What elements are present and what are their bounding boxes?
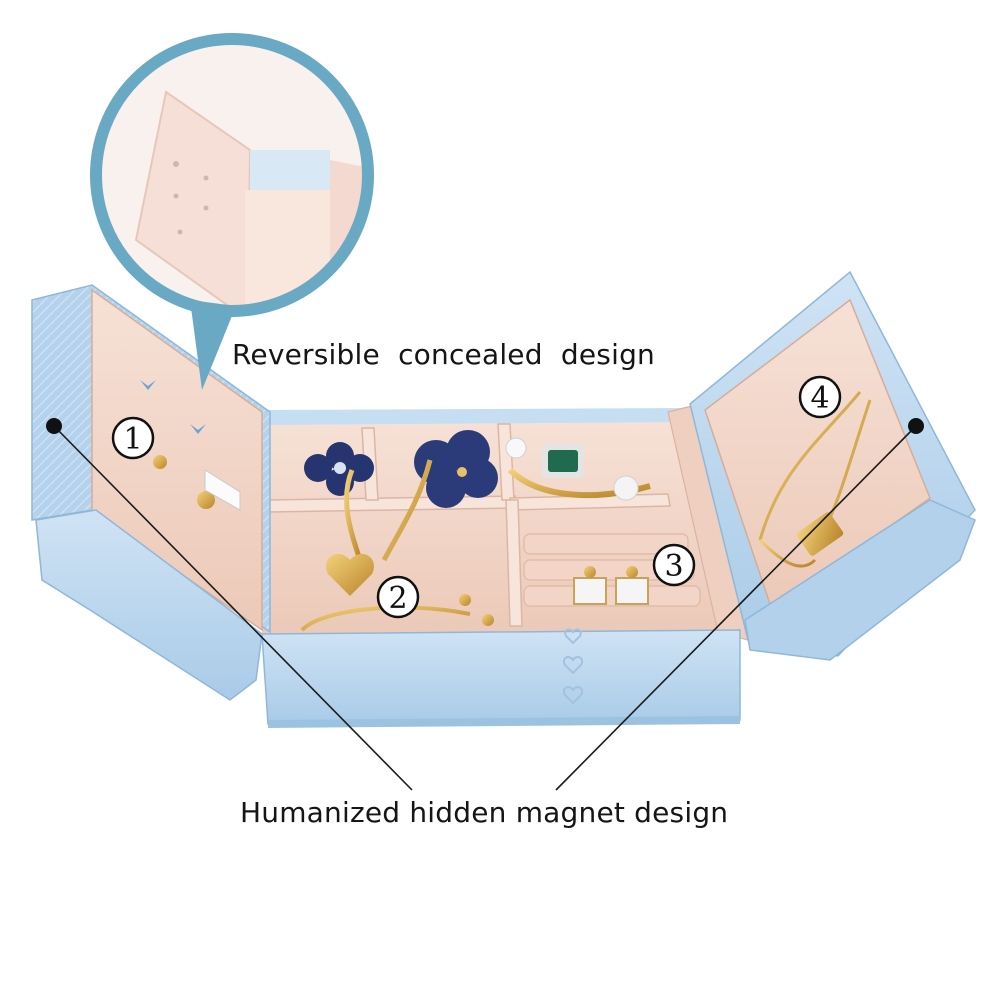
marker-1: 1 xyxy=(111,416,155,460)
tray-jewelry xyxy=(300,430,651,632)
emerald-ring xyxy=(505,437,651,501)
callout-dot-icon xyxy=(908,418,924,434)
marker-2: 2 xyxy=(376,575,420,619)
left-lid xyxy=(31,284,271,701)
gold-chain xyxy=(344,459,433,562)
earring-pieces-left xyxy=(140,380,241,511)
marker-4-label: 4 xyxy=(810,381,829,416)
stud-earrings xyxy=(573,566,649,605)
heart-emboss-icon xyxy=(563,656,583,675)
jewelry-box xyxy=(31,270,976,728)
callout-lines xyxy=(53,425,917,791)
marker-4: 4 xyxy=(798,375,842,419)
heart-emboss-icon xyxy=(563,686,583,705)
callout-dot-icon xyxy=(46,418,62,434)
marker-1-label: 1 xyxy=(123,422,142,457)
gold-bangle xyxy=(300,605,471,632)
caption-concealed-design: Reversible concealed design xyxy=(232,338,655,371)
heart-emboss-icon xyxy=(564,628,582,645)
magnifier-bubble-icon xyxy=(90,33,374,390)
navy-flower-center xyxy=(414,430,498,508)
caption-magnet-design: Humanized hidden magnet design xyxy=(240,796,729,829)
callout-line-right xyxy=(555,425,917,791)
heart-pendant xyxy=(326,553,374,596)
right-lid xyxy=(689,270,976,661)
heart-emboss-icons xyxy=(563,628,583,705)
ring-slots xyxy=(523,533,701,607)
marker-3-label: 3 xyxy=(664,549,683,584)
marker-3: 3 xyxy=(652,543,696,587)
callout-line-left xyxy=(53,425,413,791)
marker-2-label: 2 xyxy=(388,581,407,616)
